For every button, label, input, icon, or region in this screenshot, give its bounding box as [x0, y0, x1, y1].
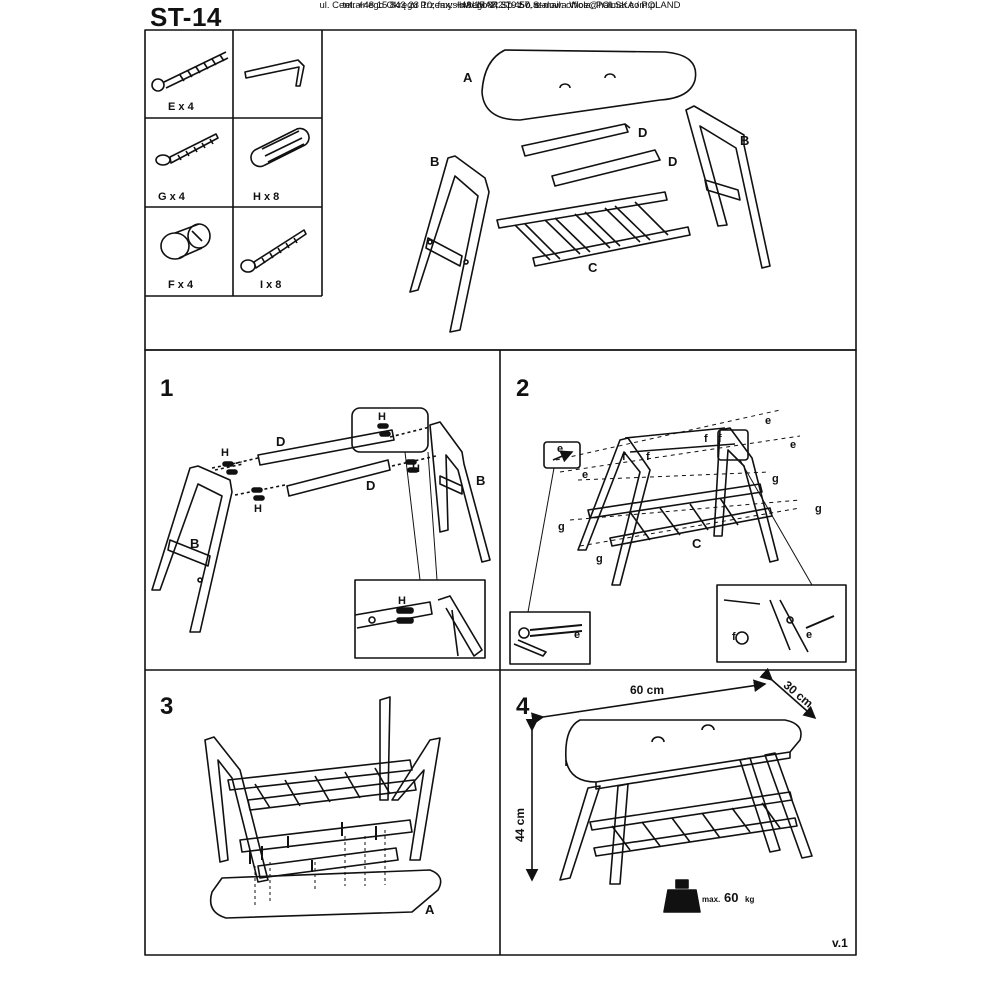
legend-label-h: H x 8	[253, 191, 279, 203]
step2-label-g-1: g	[772, 473, 779, 485]
screw-g-icon	[155, 133, 219, 166]
step1-label-d-lower: D	[366, 478, 375, 493]
step2-detail-label-e: e	[574, 629, 580, 641]
legend-label-f: F x 4	[168, 279, 194, 291]
overview-label-b-right: B	[740, 133, 749, 148]
step1-label-b-right: B	[476, 473, 485, 488]
step1-label-h-4: H	[412, 463, 420, 475]
step2-label-e-2: e	[790, 439, 796, 451]
step4-max-value: 60	[724, 890, 738, 905]
screw-i-icon	[240, 229, 307, 273]
step2-label-f-3: f	[704, 433, 708, 445]
rail-d-lower-drawing	[551, 149, 661, 187]
overview-frame	[144, 29, 857, 351]
step4-max-unit: kg	[745, 895, 754, 904]
step4-height-label: 44 cm	[513, 808, 527, 842]
step4-width-label: 60 cm	[630, 683, 664, 697]
step2-label-g-4: g	[596, 553, 603, 565]
step4-depth-label: 30 cm	[781, 678, 816, 711]
step2-label-f-2: f	[646, 451, 650, 463]
step2-label-f-1: f	[622, 451, 626, 463]
rail-d-upper-drawing	[521, 123, 631, 157]
step2-detail-label-e-2: e	[806, 629, 812, 641]
overview-label-a: A	[463, 70, 473, 85]
step4-drawing	[525, 667, 817, 913]
step2-detail-label-f: f	[732, 631, 736, 643]
weight-icon	[663, 879, 701, 913]
footer-contact: tel. +48 15 843 28 10, fax: +48 15 842 1…	[342, 0, 658, 11]
overview-label-c: C	[588, 260, 598, 275]
dowel-h-icon	[250, 127, 310, 168]
step2-drawing	[509, 409, 847, 665]
legend-label-g: G x 4	[158, 191, 186, 203]
bolt-e-icon	[151, 51, 229, 92]
step2-label-e-1: e	[765, 415, 771, 427]
step1-label-b-left: B	[190, 536, 199, 551]
overview-label-b-left: B	[430, 154, 439, 169]
step3-label-a: A	[425, 902, 435, 917]
step3-drawing	[204, 696, 442, 919]
document-title: ST-14	[150, 2, 222, 32]
step4-number: 4	[516, 693, 530, 720]
footer-address: ul. Centralnego Okręgu Przemysłowego 2, …	[319, 0, 681, 11]
legend-label-i: I x 8	[260, 279, 281, 291]
step1-label-h-3: H	[378, 411, 386, 423]
version-label: v.1	[832, 936, 848, 950]
step1-number: 1	[160, 375, 173, 402]
step3-number: 3	[160, 693, 173, 720]
step2-inset-label-e: e	[557, 443, 563, 455]
overview-label-d-lower: D	[668, 154, 677, 169]
legend-label-e: E x 4	[168, 101, 195, 113]
leg-frame-b-right-drawing	[685, 105, 771, 269]
tabletop-a-drawing	[481, 49, 697, 121]
allen-key-icon	[244, 59, 305, 87]
step1-drawing	[151, 407, 491, 659]
step1-detail-label-h: H	[398, 595, 406, 607]
step2-label-g-2: g	[815, 503, 822, 515]
overview-label-d-upper: D	[638, 125, 647, 140]
step2-label-e-3: e	[582, 469, 588, 481]
step1-label-h-1: H	[221, 447, 229, 459]
leg-frame-b-left-drawing	[409, 155, 490, 333]
step2-label-c: C	[692, 536, 702, 551]
step2-number: 2	[516, 375, 529, 402]
step1-label-h-2: H	[254, 503, 262, 515]
cam-lock-f-icon	[160, 223, 211, 260]
step1-label-d-upper: D	[276, 434, 285, 449]
step2-label-g-3: g	[558, 521, 565, 533]
shelf-c-drawing	[496, 191, 691, 267]
footer-company: HALMAR Sp. z o.o.	[458, 0, 542, 11]
step4-max-prefix: max.	[702, 895, 720, 904]
step2-label-f-4: f	[718, 433, 722, 445]
